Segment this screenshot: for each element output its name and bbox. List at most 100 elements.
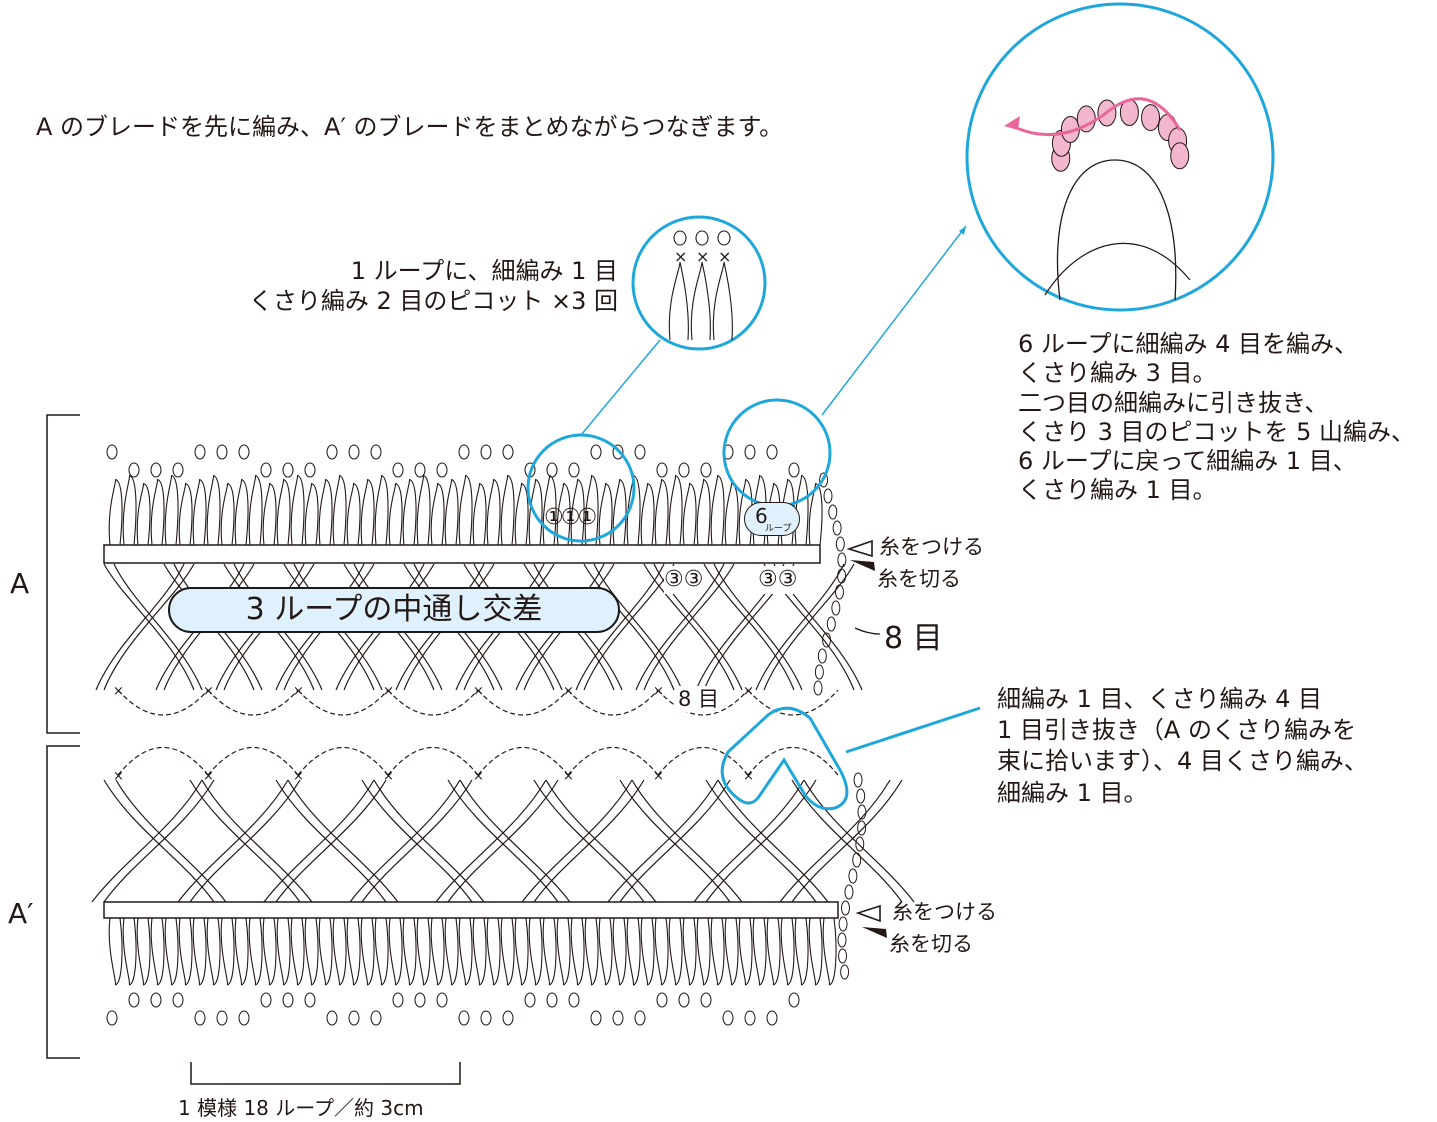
bottom-loop bbox=[626, 917, 641, 986]
bottom-loop bbox=[472, 917, 487, 986]
edge-stitch bbox=[855, 836, 865, 852]
edge-stitch bbox=[832, 520, 842, 536]
picot bbox=[304, 462, 316, 478]
top-loop bbox=[514, 483, 529, 546]
top-loop bbox=[220, 483, 235, 546]
picot bbox=[392, 992, 404, 1008]
bottom-loop bbox=[234, 917, 249, 986]
picot bbox=[282, 462, 294, 478]
bottom-loop bbox=[682, 917, 697, 986]
cross-strand bbox=[103, 563, 195, 691]
edge-stitch bbox=[853, 772, 863, 788]
cross-strand bbox=[635, 563, 725, 691]
top-loop bbox=[318, 479, 333, 546]
edge-stitch bbox=[852, 852, 862, 868]
edge-stitch bbox=[844, 884, 854, 900]
zoom-circle-top bbox=[965, 2, 1275, 312]
cross-strand bbox=[533, 779, 645, 903]
bottom-loop bbox=[178, 917, 193, 986]
top-loop bbox=[724, 483, 739, 546]
picot bbox=[546, 462, 558, 478]
bottom-loop bbox=[192, 917, 207, 986]
chain-arc bbox=[567, 689, 659, 716]
picot bbox=[590, 1010, 602, 1026]
bottom-loop bbox=[528, 917, 543, 986]
picot bbox=[414, 462, 426, 478]
attach-marker-a2 bbox=[855, 904, 881, 923]
chain-arc bbox=[567, 746, 659, 776]
sc-mark: × bbox=[203, 769, 214, 784]
top-loop bbox=[262, 483, 277, 546]
repeat-bracket bbox=[190, 1062, 461, 1085]
cross-strand bbox=[713, 563, 803, 691]
bottom-loop bbox=[598, 917, 613, 986]
top-loop bbox=[276, 479, 291, 546]
picot bbox=[348, 1010, 360, 1026]
sc-mark: × bbox=[383, 769, 394, 784]
cross-strand bbox=[779, 779, 891, 903]
cross-strand bbox=[755, 563, 845, 691]
picot bbox=[678, 462, 690, 478]
picot bbox=[150, 462, 162, 478]
picot bbox=[216, 1010, 228, 1026]
bottom-loop bbox=[276, 917, 291, 986]
edge-stitch bbox=[856, 788, 866, 804]
picot bbox=[260, 992, 272, 1008]
edge-chain bbox=[813, 472, 867, 980]
cross-strand bbox=[275, 779, 387, 903]
loop-number-1b: ① bbox=[560, 505, 581, 530]
zoom-sc-mark: × bbox=[718, 247, 731, 266]
picot bbox=[590, 444, 602, 460]
note-join-line-1: 細編み 1 目、くさり編み 4 目 bbox=[997, 685, 1323, 713]
bottom-loop bbox=[822, 917, 837, 986]
picot bbox=[194, 444, 206, 460]
top-loop bbox=[528, 479, 543, 546]
edge-stitch bbox=[838, 916, 848, 932]
picot-edging bbox=[106, 444, 800, 1026]
picot bbox=[656, 992, 668, 1008]
cross-strand bbox=[275, 779, 387, 903]
cross-strand bbox=[373, 779, 485, 903]
bottom-loop bbox=[584, 917, 599, 986]
top-loop bbox=[360, 479, 375, 546]
top-loop bbox=[444, 479, 459, 546]
cut-marker-a2 bbox=[862, 927, 887, 938]
top-loop bbox=[192, 479, 207, 546]
eight-stitches-small: 8 目 bbox=[676, 686, 722, 713]
note-top-line-3: 二つ目の細編みに引き抜き、 bbox=[1018, 388, 1329, 417]
braid-a2-bottom-loops bbox=[108, 917, 837, 986]
picot bbox=[700, 992, 712, 1008]
sc-mark: × bbox=[293, 769, 304, 784]
note-join-line-4: 細編み 1 目。 bbox=[997, 778, 1148, 807]
bottom-loop bbox=[304, 917, 319, 986]
picot bbox=[700, 462, 712, 478]
bottom-loop bbox=[794, 917, 809, 986]
attach-marker-a bbox=[846, 539, 873, 558]
top-loop bbox=[164, 475, 179, 546]
picot bbox=[480, 1010, 492, 1026]
top-loop bbox=[668, 475, 683, 546]
top-loop bbox=[570, 479, 585, 546]
chain-arc bbox=[207, 689, 299, 716]
loop-numbers-three-right: ③③ bbox=[758, 566, 798, 594]
bottom-loop bbox=[458, 917, 473, 986]
top-loop bbox=[206, 475, 221, 546]
top-loop bbox=[556, 483, 571, 546]
edge-stitch bbox=[834, 584, 844, 600]
chain-arc bbox=[477, 689, 569, 716]
cut-marker-a bbox=[850, 560, 875, 571]
bottom-loop bbox=[332, 917, 347, 986]
sc-mark: × bbox=[113, 769, 124, 784]
six-loop-unit: ループ bbox=[765, 524, 792, 534]
bottom-loop bbox=[136, 917, 151, 986]
six-loop-number: 6 bbox=[755, 504, 768, 528]
bottom-loop bbox=[766, 917, 781, 986]
chain-arc bbox=[117, 689, 209, 716]
picot bbox=[392, 462, 404, 478]
cross-strand bbox=[631, 779, 743, 903]
loop-numbers-one: ①①① bbox=[544, 504, 597, 532]
cross-strand bbox=[201, 779, 313, 903]
bottom-loop bbox=[122, 917, 137, 986]
cross-strand bbox=[115, 779, 227, 903]
joining-chain-mesh: ×××××××××××××××× bbox=[113, 684, 839, 784]
